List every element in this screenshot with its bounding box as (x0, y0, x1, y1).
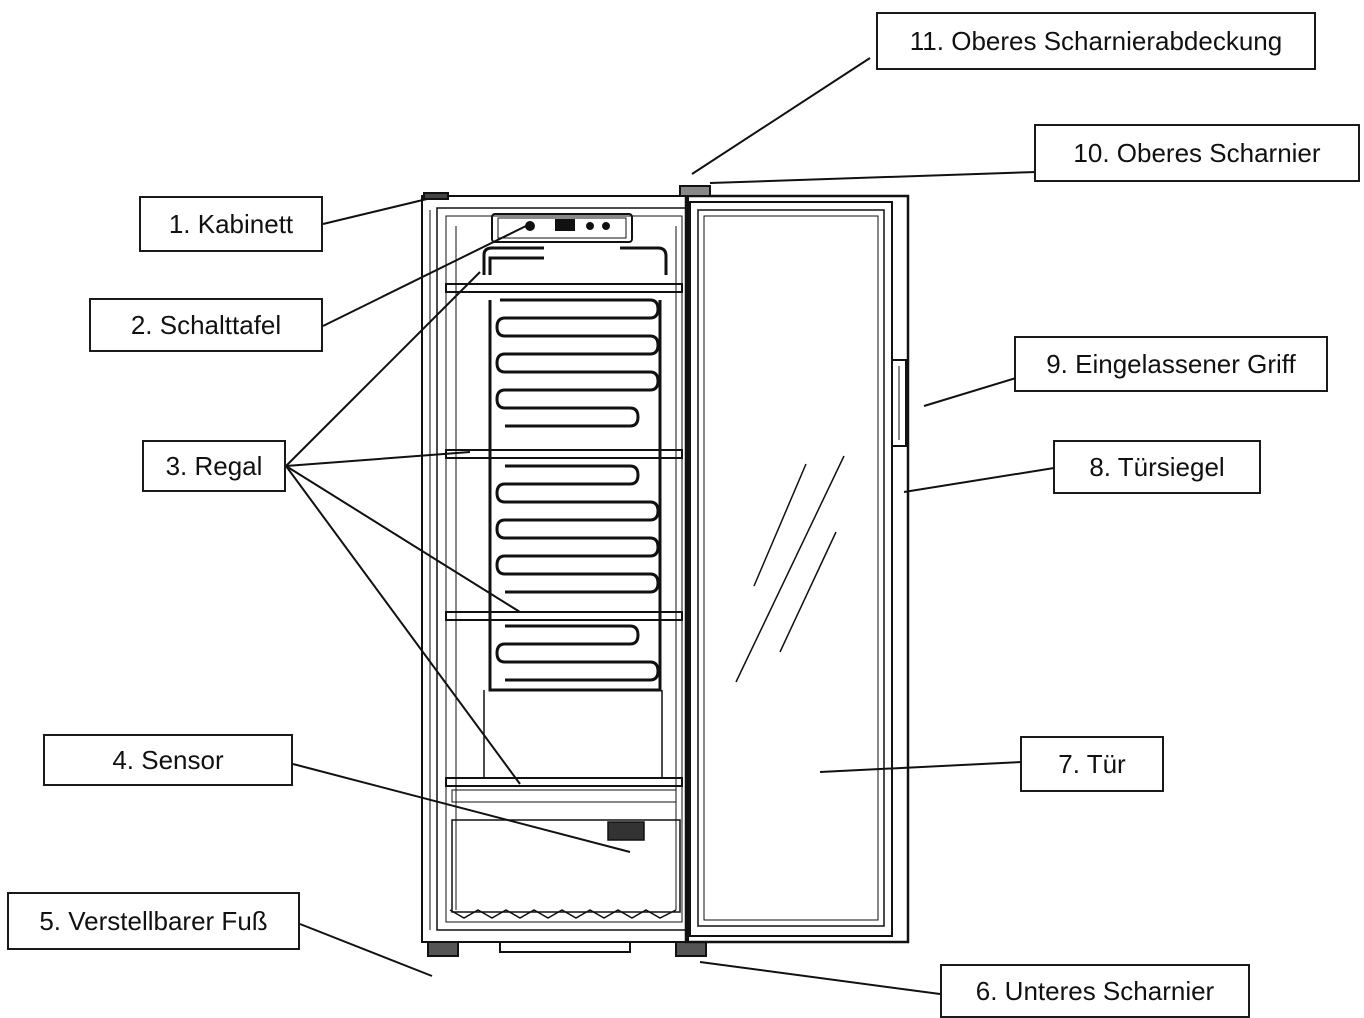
label-upper-hinge-cover-text: 11. Oberes Scharnierabdeckung (909, 25, 1283, 56)
label-control-panel-text: 2. Schalttafel (130, 309, 282, 340)
label-cabinet-text: 1. Kabinett (168, 208, 294, 239)
shelves (445, 283, 683, 803)
label-lower-hinge-text: 6. Unteres Scharnier (975, 975, 1215, 1006)
label-shelf: 3. Regal (142, 440, 286, 492)
label-recessed-handle: 9. Eingelassener Griff (1014, 336, 1328, 392)
evaporator-coil (482, 246, 668, 692)
lower-compartment (449, 690, 681, 919)
label-upper-hinge-cover: 11. Oberes Scharnierabdeckung (876, 12, 1316, 70)
door-drawing (679, 185, 910, 944)
control-panel-drawing (491, 213, 633, 243)
label-door-seal-text: 8. Türsiegel (1089, 451, 1225, 482)
label-door: 7. Tür (1020, 736, 1164, 792)
label-lower-hinge: 6. Unteres Scharnier (940, 964, 1250, 1018)
label-sensor-text: 4. Sensor (112, 744, 224, 775)
label-sensor: 4. Sensor (43, 734, 293, 786)
leader-lines (285, 57, 1055, 995)
label-adjustable-foot-text: 5. Verstellbarer Fuß (39, 905, 268, 936)
label-upper-hinge: 10. Oberes Scharnier (1034, 124, 1360, 182)
label-adjustable-foot: 5. Verstellbarer Fuß (7, 892, 300, 950)
label-recessed-handle-text: 9. Eingelassener Griff (1046, 348, 1296, 379)
label-shelf-text: 3. Regal (165, 450, 263, 481)
feet-and-base (427, 941, 707, 957)
cabinet-outline (421, 192, 689, 943)
label-control-panel: 2. Schalttafel (89, 298, 323, 352)
label-door-seal: 8. Türsiegel (1053, 440, 1261, 494)
label-upper-hinge-text: 10. Oberes Scharnier (1073, 137, 1321, 168)
label-door-text: 7. Tür (1058, 748, 1126, 779)
label-cabinet: 1. Kabinett (139, 196, 323, 252)
